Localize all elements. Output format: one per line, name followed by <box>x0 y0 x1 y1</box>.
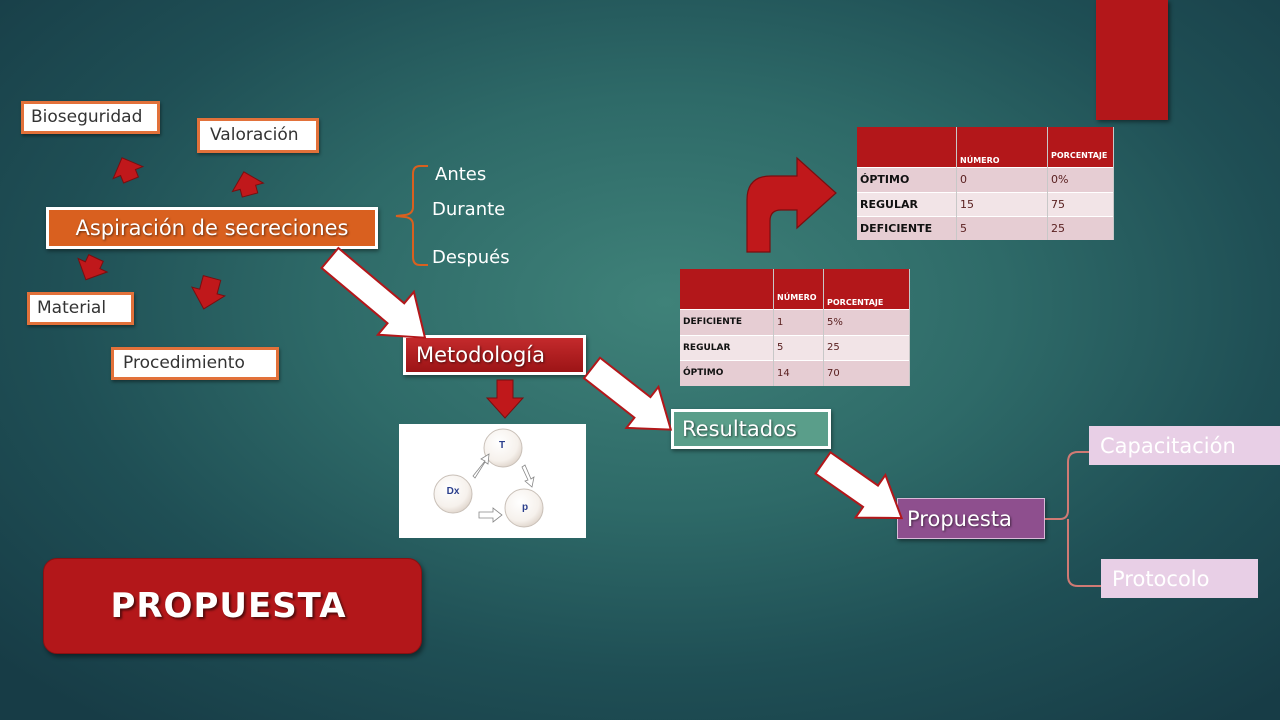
table1-cell: 0 <box>956 166 1048 192</box>
metodologia-box: Metodología <box>403 335 586 375</box>
table2-cell: 25 <box>823 334 910 360</box>
table1-header-blank <box>857 127 957 167</box>
table2-cell: 5 <box>773 334 824 360</box>
table1-header-numero: NÚMERO <box>956 127 1048 167</box>
propuesta-banner: PROPUESTA <box>43 558 422 654</box>
propuesta-label: Propuesta <box>907 506 1012 531</box>
table2-header-blank <box>680 269 774 309</box>
table1-cell: ÓPTIMO <box>857 166 957 192</box>
cycle-arrow-down-icon <box>521 464 535 488</box>
cycle-node-p <box>504 488 544 528</box>
table2-header-numero: NÚMERO <box>773 269 824 309</box>
table2-cell: DEFICIENTE <box>680 308 774 335</box>
table1-header-porcentaje: PORCENTAJE <box>1047 127 1114 167</box>
table-row: REGULAR 5 25 <box>680 334 910 360</box>
cycle-node-dx <box>433 474 473 514</box>
cycle-diagram-svg: T Dx p <box>433 428 544 528</box>
cycle-node-p-label: p <box>522 502 528 513</box>
table-row: ÓPTIMO 0 0% <box>857 166 1114 192</box>
table-row: DEFICIENTE 1 5% <box>680 308 910 335</box>
table1-cell: 25 <box>1047 215 1114 240</box>
results-table-2: NÚMERO PORCENTAJE DEFICIENTE 1 5% REGULA… <box>680 269 910 386</box>
cycle-node-t-label: T <box>499 440 505 451</box>
bioseguridad-label: Bioseguridad <box>31 107 143 127</box>
table2-cell: ÓPTIMO <box>680 359 774 386</box>
red-arrow-down-icon <box>485 379 525 419</box>
protocolo-box: Protocolo <box>1101 559 1258 598</box>
valoracion-box: Valoración <box>197 118 319 153</box>
cycle-node-t <box>483 428 523 468</box>
table-row: DEFICIENTE 5 25 <box>857 215 1114 240</box>
table2-cell: REGULAR <box>680 334 774 360</box>
capacitacion-label: Capacitación <box>1100 433 1236 458</box>
antes-text: Antes <box>435 164 487 185</box>
red-arrow-icon <box>112 157 145 184</box>
table2-header-porcentaje: PORCENTAJE <box>823 269 910 309</box>
table1-header-row: NÚMERO PORCENTAJE <box>857 127 1114 167</box>
propuesta-banner-text: PROPUESTA <box>110 586 347 626</box>
despues-text: Después <box>432 247 510 268</box>
red-arrow-icon <box>190 275 227 310</box>
timing-bracket <box>395 165 428 266</box>
protocolo-label: Protocolo <box>1112 566 1210 591</box>
table-row: REGULAR 15 75 <box>857 191 1114 216</box>
cycle-arrow-up-icon <box>472 453 490 479</box>
resultados-box: Resultados <box>671 409 831 449</box>
red-arrow-icon <box>231 171 265 198</box>
cycle-node-dx-label: Dx <box>447 486 460 497</box>
bioseguridad-box: Bioseguridad <box>21 101 160 134</box>
table1-cell: 0% <box>1047 166 1114 192</box>
table1-cell: 75 <box>1047 191 1114 216</box>
table2-cell: 5% <box>823 308 910 335</box>
central-topic-label: Aspiración de secreciones <box>75 216 349 240</box>
table2-header-row: NÚMERO PORCENTAJE <box>680 269 910 309</box>
red-curved-arrow-icon <box>746 156 837 253</box>
propuesta-bracket <box>1045 451 1101 587</box>
results-table-1: NÚMERO PORCENTAJE ÓPTIMO 0 0% REGULAR 15… <box>857 127 1114 240</box>
table2-cell: 70 <box>823 359 910 386</box>
material-box: Material <box>27 292 134 325</box>
valoracion-label: Valoración <box>210 125 299 145</box>
metodologia-label: Metodología <box>416 343 546 367</box>
material-label: Material <box>37 298 107 318</box>
table1-cell: REGULAR <box>857 191 957 216</box>
resultados-label: Resultados <box>682 417 797 441</box>
table-row: ÓPTIMO 14 70 <box>680 359 910 386</box>
table2-cell: 1 <box>773 308 824 335</box>
propuesta-box: Propuesta <box>897 498 1045 539</box>
table2-cell: 14 <box>773 359 824 386</box>
red-tab-decoration <box>1096 0 1168 120</box>
procedimiento-box: Procedimiento <box>111 347 279 380</box>
table1-cell: 15 <box>956 191 1048 216</box>
cycle-arrow-right-icon <box>478 507 503 523</box>
table1-cell: DEFICIENTE <box>857 215 957 240</box>
procedimiento-label: Procedimiento <box>123 353 245 373</box>
cycle-diagram-image: T Dx p <box>399 424 586 538</box>
central-topic-box: Aspiración de secreciones <box>46 207 378 249</box>
table1-cell: 5 <box>956 215 1048 240</box>
capacitacion-box: Capacitación <box>1089 426 1280 465</box>
durante-text: Durante <box>432 199 506 220</box>
red-arrow-icon <box>77 253 109 281</box>
